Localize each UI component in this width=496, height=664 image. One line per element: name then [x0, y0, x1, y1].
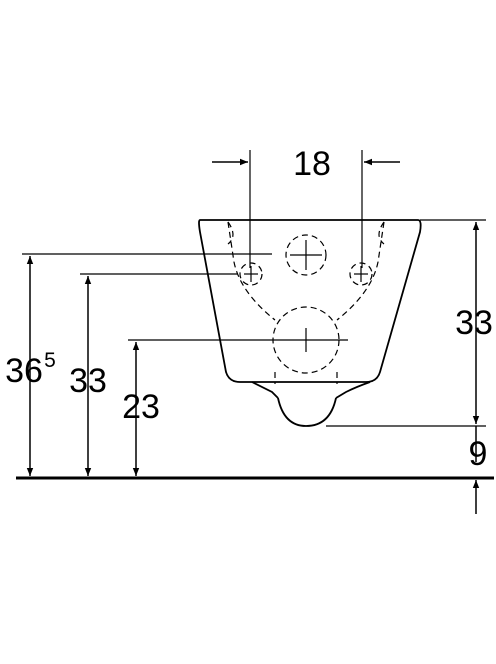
extension-lines: [22, 150, 486, 427]
bottom-gap-label: 9: [469, 435, 488, 473]
vertical-dimension-arrows: [26, 222, 480, 514]
bowl-height-label: 33: [455, 304, 493, 342]
fixing-height-label: 36: [5, 352, 43, 390]
right-fixing-circle: [349, 262, 373, 286]
outlet-height-label: 23: [122, 388, 160, 426]
width-label: 18: [293, 145, 331, 183]
inlet-height-label: 33: [69, 362, 107, 400]
wc-hidden-lines: [227, 221, 385, 384]
top-inlet-circle: [285, 234, 327, 276]
fixing-height-superscript: 5: [44, 349, 56, 372]
left-fixing-circle: [239, 262, 263, 286]
wc-bowl-outline: [198, 219, 422, 427]
